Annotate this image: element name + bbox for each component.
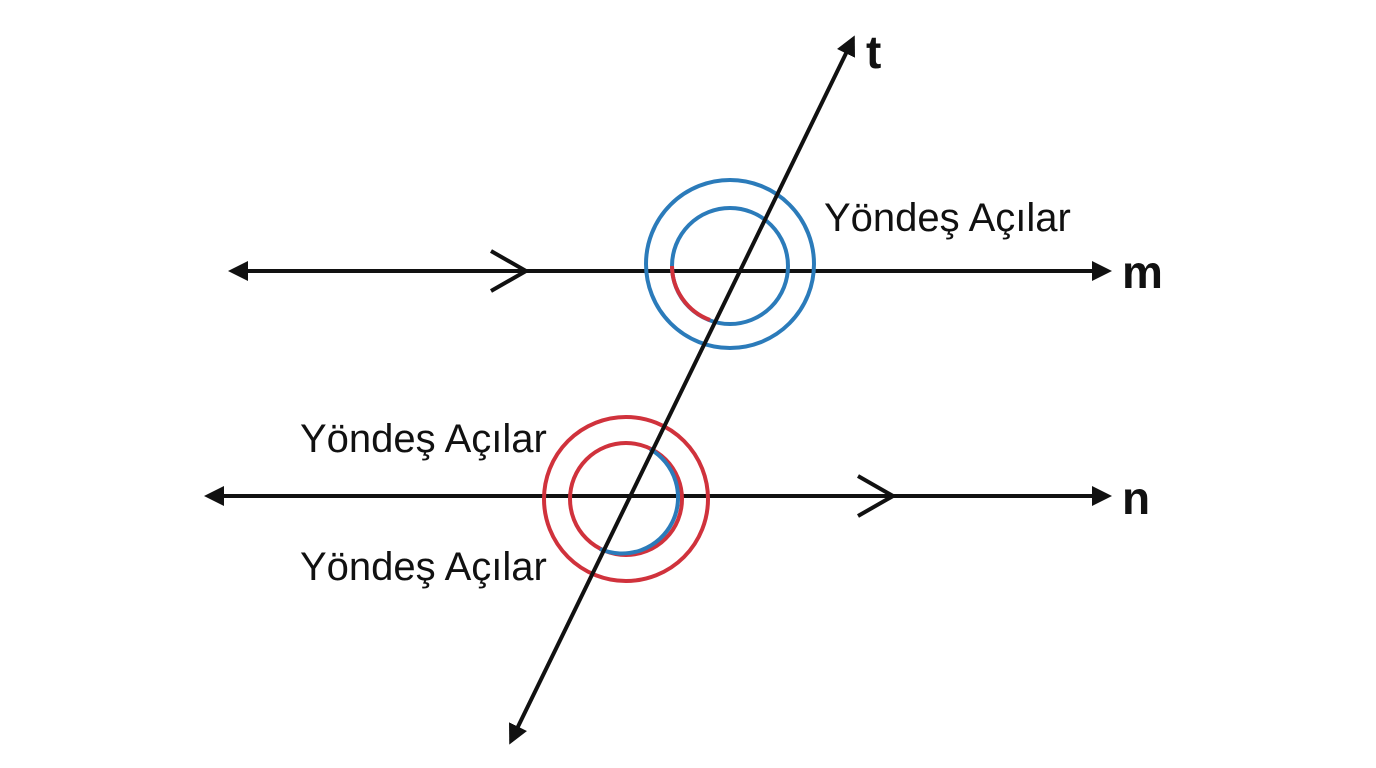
line-t [509, 35, 855, 745]
label-t: t [866, 26, 881, 78]
label-m: m [1122, 246, 1163, 298]
label-n: n [1122, 472, 1150, 524]
upper-inner-red-arc [670, 265, 711, 322]
angle-label-lower-left-bottom: Yöndeş Açılar [300, 545, 547, 589]
parallel-mark-n [857, 474, 898, 518]
angle-label-lower-left-top: Yöndeş Açılar [300, 417, 547, 461]
angle-label-upper-right: Yöndeş Açılar [824, 196, 1071, 240]
